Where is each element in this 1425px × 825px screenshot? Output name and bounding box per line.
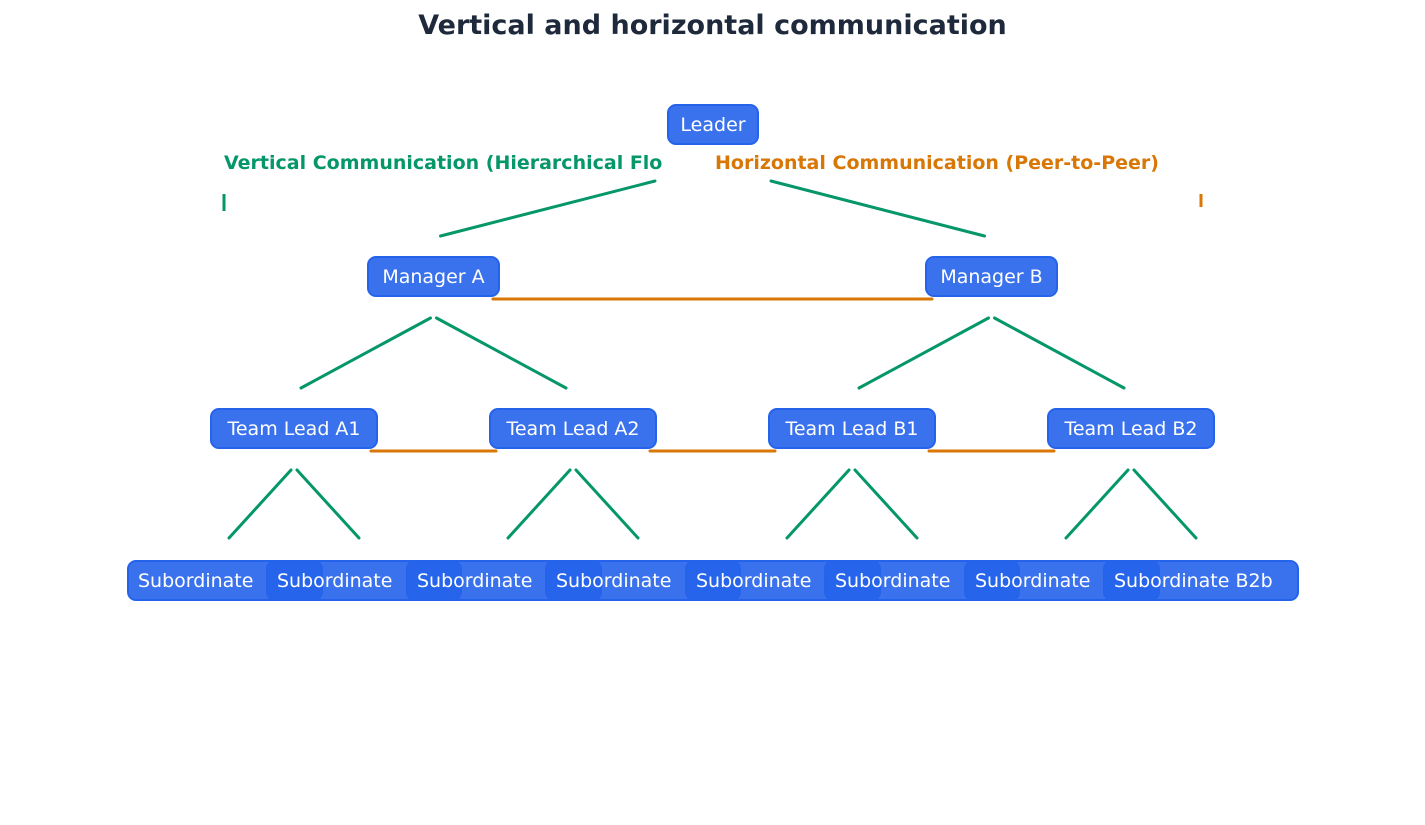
vertical-links bbox=[227, 179, 1198, 540]
vertical-link-team_lead_a2-to-sub_a2a bbox=[506, 468, 572, 540]
node-manager-b: Manager B bbox=[925, 256, 1058, 297]
vertical-communication-label: Vertical Communication (Hierarchical Flo bbox=[224, 152, 663, 174]
vertical-link-team_lead_b1-to-sub_b1b bbox=[853, 468, 919, 540]
node-team-lead-a2: Team Lead A2 bbox=[489, 408, 657, 449]
vertical-link-leader-to-manager_b bbox=[769, 179, 986, 238]
vertical-link-team_lead_b1-to-sub_b1a bbox=[785, 468, 851, 540]
vertical-link-team_lead_b2-to-sub_b2a bbox=[1064, 468, 1130, 540]
node-leader: Leader bbox=[667, 104, 759, 145]
node-manager-a: Manager A bbox=[367, 256, 500, 297]
horizontal-communication-label: Horizontal Communication (Peer-to-Peer) bbox=[715, 152, 1159, 174]
node-team-lead-b2: Team Lead B2 bbox=[1047, 408, 1215, 449]
vertical-link-manager_a-to-team_lead_a2 bbox=[435, 316, 568, 390]
vertical-link-team_lead_b2-to-sub_b2b bbox=[1132, 468, 1198, 540]
node-team-lead-a1: Team Lead A1 bbox=[210, 408, 378, 449]
diagram-title: Vertical and horizontal communication bbox=[418, 10, 1007, 41]
node-team-lead-b1: Team Lead B1 bbox=[768, 408, 936, 449]
vertical-link-leader-to-manager_a bbox=[439, 179, 657, 238]
vertical-link-team_lead_a2-to-sub_a2b bbox=[574, 468, 640, 540]
vertical-link-team_lead_a1-to-sub_a1a bbox=[227, 468, 293, 540]
horizontal-links bbox=[369, 297, 1056, 453]
node-subordinate-b2b: Subordinate B2b bbox=[1103, 560, 1299, 601]
vertical-link-manager_b-to-team_lead_b1 bbox=[857, 316, 990, 390]
vertical-link-manager_b-to-team_lead_b2 bbox=[993, 316, 1126, 390]
vertical-link-manager_a-to-team_lead_a1 bbox=[299, 316, 432, 390]
vertical-link-team_lead_a1-to-sub_a1b bbox=[295, 468, 361, 540]
